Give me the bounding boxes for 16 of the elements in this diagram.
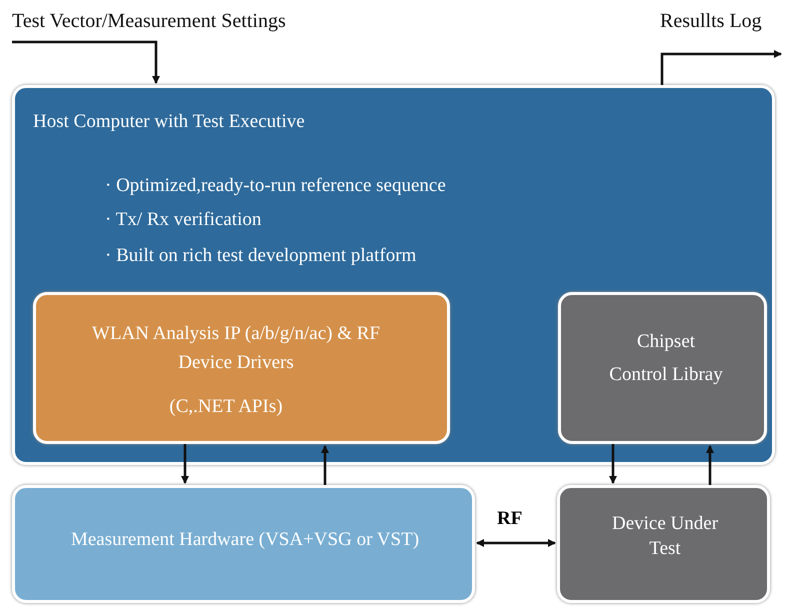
api-text: (C,.NET APIs) bbox=[168, 395, 284, 419]
box-text: WLAN Analysis IP (a/b/g/n/ac) & RF Device Drivers bbox=[91, 322, 381, 376]
box-text: Device Under Test bbox=[610, 512, 720, 561]
bullet-text: · Built on rich test development platform bbox=[105, 244, 418, 268]
bullet-text: · Tx/ Rx verification bbox=[105, 208, 262, 232]
box-text: Measurement Hardware (VSA+VSG or VST) bbox=[70, 528, 420, 552]
input-label: Test Vector/Measurement Settings bbox=[12, 9, 287, 34]
device-box bbox=[557, 485, 770, 603]
box-text: Chipset Control Libray bbox=[608, 330, 724, 388]
panel-heading: Host Computer with Test Executive bbox=[33, 110, 306, 134]
chipset-library-box bbox=[558, 292, 767, 444]
output-label: Resullts Log bbox=[660, 9, 763, 34]
analysis-ip-box bbox=[33, 292, 450, 444]
host-computer-panel bbox=[12, 85, 775, 465]
bullet-text: · Optimized,ready-to-run reference sequence bbox=[105, 174, 447, 198]
hardware-box bbox=[12, 485, 475, 603]
